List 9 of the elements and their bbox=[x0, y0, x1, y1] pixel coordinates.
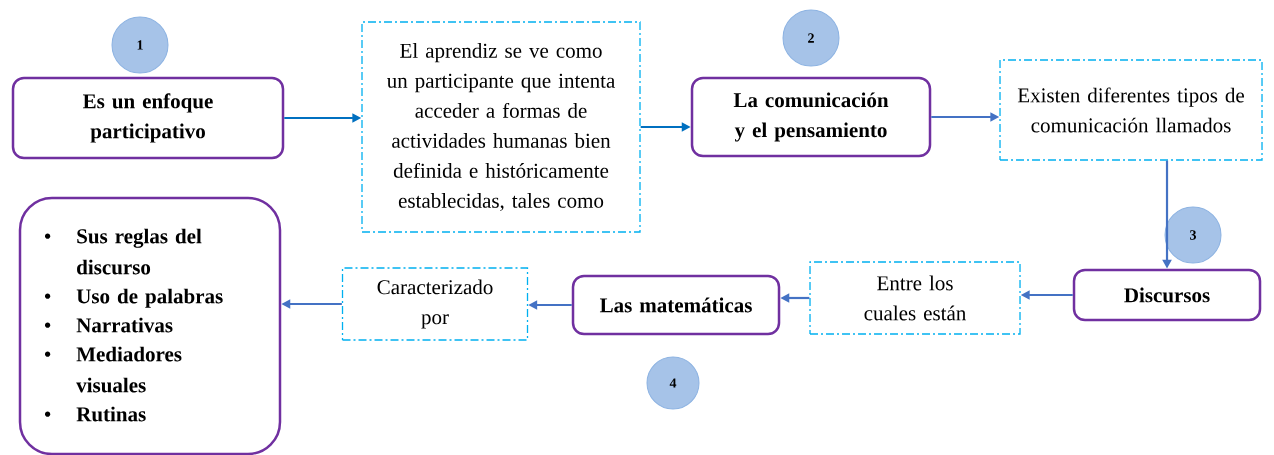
concept-box: Discursos bbox=[1072, 268, 1262, 322]
concept-box: Es un enfoque participativo bbox=[11, 76, 285, 160]
bullet-list-box: Sus reglas del discurso Uso de palabras Narrativas Mediadores visuales Rutinas bbox=[18, 196, 282, 455]
concept-box: La comunicación y el pensamiento bbox=[690, 76, 932, 158]
concept-box: Las matemáticas bbox=[571, 274, 781, 336]
note-box: Existen diferentes tipos de comunicación llamados bbox=[999, 59, 1263, 161]
note-box: Caracterizado por bbox=[341, 267, 529, 341]
note-box: Entre los cuales están bbox=[809, 261, 1021, 335]
note-box: El aprendiz se ve como un participante que intenta acceder a formas de actividades humanas bien definida e históricamente establecidas, tales como bbox=[361, 21, 641, 233]
